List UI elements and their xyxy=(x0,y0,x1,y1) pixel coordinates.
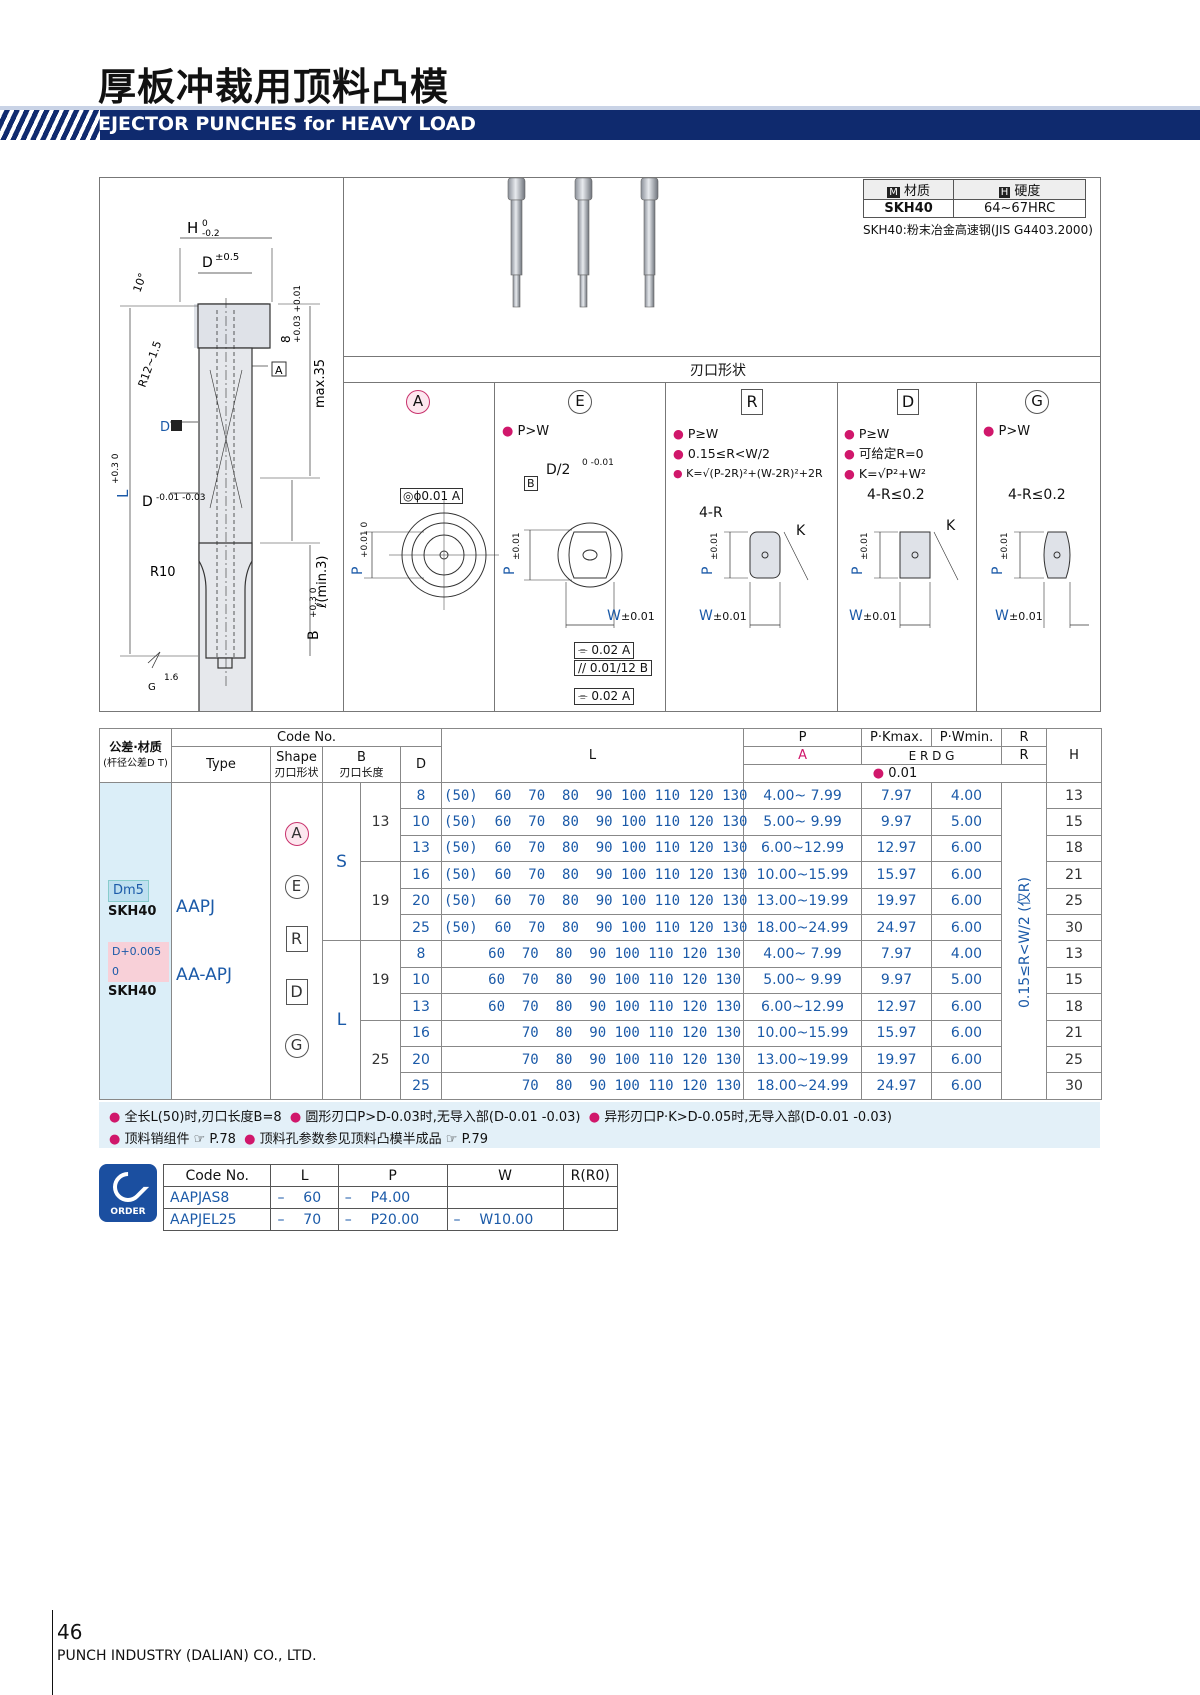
dim-D: D xyxy=(202,255,213,271)
shape-G-label: G xyxy=(1025,390,1049,414)
page-title-en: EJECTOR PUNCHES for HEAVY LOAD xyxy=(98,113,476,135)
shape-D-label: D xyxy=(897,389,919,415)
shape-A-label: A xyxy=(406,390,430,414)
svg-text:-0.2: -0.2 xyxy=(202,229,220,239)
svg-text:D: D xyxy=(142,494,153,510)
dim-H: H xyxy=(187,219,198,237)
svg-text:10°: 10° xyxy=(131,271,150,294)
svg-text:ℓ(min.3): ℓ(min.3) xyxy=(315,556,330,609)
svg-text:+0.3 0: +0.3 0 xyxy=(309,587,319,618)
page-number: 46 xyxy=(57,1620,83,1644)
svg-text:R12~1.5: R12~1.5 xyxy=(136,339,165,389)
svg-text:D: D xyxy=(160,420,170,435)
svg-text:±0.5: ±0.5 xyxy=(215,252,239,263)
notes-box: ● 全长L(50)时,刃口长度B=8 ● 圆形刃口P>D-0.03时,无导入部(… xyxy=(99,1102,1100,1148)
material-table: M 材质 H 硬度 SKH40 64~67HRC xyxy=(862,179,1086,218)
svg-text:+0.3 0: +0.3 0 xyxy=(111,453,121,484)
header-gray-bar xyxy=(0,106,1200,110)
punch-photos xyxy=(507,178,659,308)
svg-text:+0.03 +0.01: +0.03 +0.01 xyxy=(293,285,303,343)
svg-text:0: 0 xyxy=(202,219,208,229)
svg-text:G: G xyxy=(148,682,156,693)
svg-text:max.35: max.35 xyxy=(313,359,328,408)
company-name: PUNCH INDUSTRY (DALIAN) CO., LTD. xyxy=(57,1648,317,1664)
material-note: SKH40:粉末冶金高速钢(JIS G4403.2000) xyxy=(863,223,1093,237)
shape-drawings xyxy=(364,500,1089,628)
svg-text:1.6: 1.6 xyxy=(164,673,179,683)
page-title-cn: 厚板冲裁用顶料凸模 xyxy=(98,65,450,109)
shape-header: 刃口形状 xyxy=(690,363,746,379)
title-stripes xyxy=(0,110,100,140)
svg-text:B: B xyxy=(306,630,322,640)
order-icon: ORDER xyxy=(99,1164,157,1222)
shape-R-label: R xyxy=(741,389,763,415)
title-band xyxy=(0,110,1200,140)
shape-E-label: E xyxy=(568,390,592,414)
punch-drawing: H 0 -0.2 D ±0.5 10° 8 +0.03 +0.01 R12~1.… xyxy=(111,219,330,711)
svg-text:R10: R10 xyxy=(150,565,176,580)
svg-text:-0.01 -0.03: -0.01 -0.03 xyxy=(156,493,205,503)
drawing-frame xyxy=(99,177,1101,712)
svg-text:A: A xyxy=(275,364,283,377)
svg-text:8: 8 xyxy=(279,335,293,343)
svg-text:L: L xyxy=(114,489,132,498)
